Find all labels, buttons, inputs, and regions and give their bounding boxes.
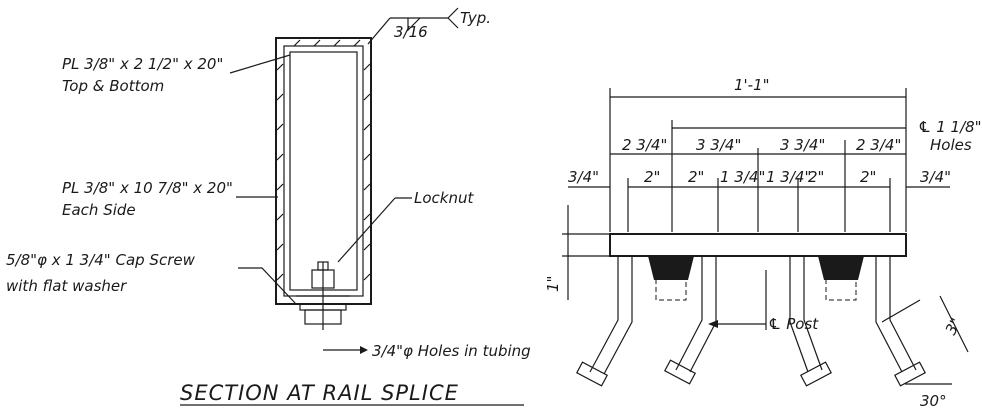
plate-side-label: PL 3/8" x 10 7/8" x 20" (62, 179, 233, 197)
tube-inner (283, 45, 364, 297)
nut-left (648, 256, 694, 280)
plate-side-sub: Each Side (62, 201, 136, 219)
holes-label: 3/4"φ Holes in tubing (372, 342, 531, 360)
splice-plate (289, 51, 358, 291)
row2-edge-left: 3/4" (568, 168, 599, 186)
wall-hatching (276, 39, 371, 281)
plate-top-sub: Top & Bottom (62, 77, 164, 95)
screw-label: 5/8"φ x 1 3/4" Cap Screw (6, 251, 196, 269)
row1-dim-1: 2 3/4" (622, 136, 667, 154)
splice-bar (609, 233, 907, 257)
plate-top-label: PL 3/8" x 2 1/2" x 20" (62, 55, 223, 73)
holes-sub: Holes (930, 136, 972, 154)
section-view: 3/16 Typ. PL 3/8" x 2 1/2" x 20" Top & B… (6, 7, 531, 406)
angle-dim: 30° (920, 392, 947, 410)
section-title: SECTION AT RAIL SPLICE (180, 381, 459, 405)
row2-dim-4: 1 3/4" (766, 168, 811, 186)
row1-dim-3: 3 3/4" (780, 136, 825, 154)
locknut-label: Locknut (414, 189, 474, 207)
weld-size: 3/16 (394, 23, 428, 41)
row2-dim-6: 2" (860, 168, 876, 186)
height-dim: 1" (544, 276, 562, 292)
leg-dim: 3" (942, 315, 966, 338)
weld-note: Typ. (460, 9, 491, 27)
row2-dim-2: 2" (688, 168, 704, 186)
weld-symbol: 3/16 Typ. (367, 7, 491, 45)
row1-dim-4: 2 3/4" (856, 136, 901, 154)
row2-dim-3: 1 3/4" (720, 168, 765, 186)
row2-dim-5: 2" (808, 168, 824, 186)
row1-dim-2: 3 3/4" (696, 136, 741, 154)
overall-dim: 1'-1" (734, 76, 770, 94)
elevation-view: 1'-1" 2 3/4" 3 3/4" 3 3/4" 2 3/4" ℄ 1 1/… (544, 76, 982, 410)
row2-dim-1: 2" (644, 168, 660, 186)
screw-sub: with flat washer (6, 277, 127, 295)
cap-screw-assembly (296, 261, 350, 330)
post-label: ℄ Post (768, 315, 819, 333)
nut-right (818, 256, 864, 280)
row2-edge-right: 3/4" (920, 168, 951, 186)
holes-cl-label: ℄ 1 1/8" (918, 118, 982, 136)
